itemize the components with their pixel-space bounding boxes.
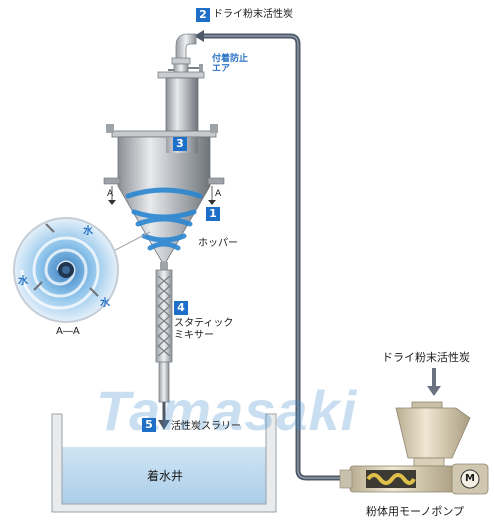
feed-powder-label: ドライ粉末活性炭 (382, 351, 470, 364)
motor-label: M (465, 473, 475, 484)
pump-label: 粉体用モーノポンプ (366, 505, 465, 518)
water-swirl (125, 187, 203, 251)
inlet-elbow (175, 33, 197, 63)
step-badge-1: 1 (206, 207, 220, 221)
step-2-label: ドライ粉末活性炭 (213, 9, 293, 20)
water-label-left: 水 (18, 276, 28, 287)
cross-section-spiral (20, 236, 100, 310)
feed-cylinder (165, 77, 199, 135)
water-label-top: 水 (83, 226, 93, 237)
section-aa-label: A―A (56, 326, 80, 337)
step-5-label: 活性炭スラリー (171, 421, 241, 432)
powder-feed-arrow (427, 386, 441, 396)
feed-hopper (395, 407, 471, 459)
step-badge-4: 4 (174, 301, 188, 315)
hopper-label: ホッパー (198, 238, 238, 249)
section-mark-left: A (107, 189, 114, 199)
step-badge-3: 3 (173, 137, 187, 151)
step-badge-2: 2 (196, 8, 210, 22)
step-4-label: スタティック ミキサー (174, 318, 234, 341)
flow-arrowhead (194, 30, 204, 42)
anti-adhesion-air-label: 付着防止 エア (212, 54, 249, 74)
watermark: Tamasaki (96, 379, 358, 442)
water-label-right: 水 (100, 298, 110, 309)
receiving-tank (51, 413, 277, 513)
section-mark-right: A (215, 189, 222, 199)
water-body (62, 447, 266, 507)
slurry-arrow (158, 420, 170, 430)
tank-label: 着水井 (147, 469, 184, 483)
step-badge-5: 5 (142, 418, 156, 432)
